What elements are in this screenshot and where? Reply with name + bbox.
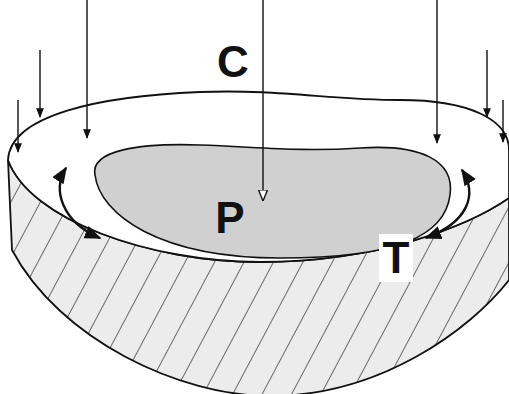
region-letter: C (217, 40, 249, 84)
region-letter: P (215, 196, 244, 240)
annulus-top (8, 91, 509, 262)
tension-arrows (60, 168, 469, 238)
region-letter: T (379, 234, 414, 282)
compression-arrows (18, 0, 503, 200)
